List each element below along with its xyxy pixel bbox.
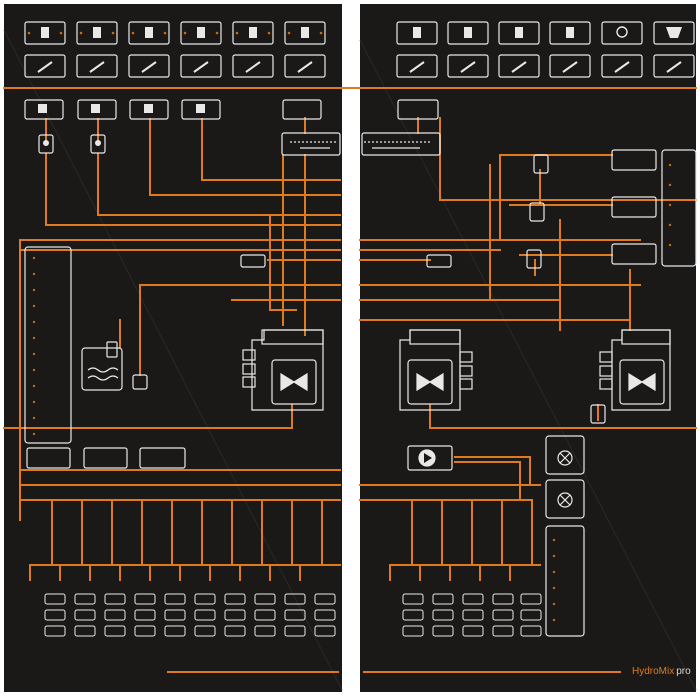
right-valve-group[interactable] <box>526 149 697 269</box>
valve-icon <box>38 104 205 146</box>
pump-icon[interactable] <box>407 445 453 471</box>
alarm-lamp-icon[interactable] <box>545 435 585 475</box>
left-outlet-grid[interactable] <box>44 593 336 637</box>
brand-name: HydroMix <box>632 666 675 677</box>
conveyor-icon[interactable] <box>281 132 441 156</box>
silo-icon <box>41 27 309 38</box>
diagonal-reflection <box>3 29 697 691</box>
water-tank-icon[interactable] <box>81 341 148 391</box>
center-mixer[interactable] <box>399 329 473 411</box>
doser-icon <box>37 61 313 73</box>
right-level-ticks <box>552 163 672 622</box>
motor-icon <box>409 26 682 73</box>
left-status-dots <box>27 31 323 35</box>
left-level-ticks <box>32 256 36 436</box>
left-valve-row[interactable] <box>24 99 322 154</box>
horn-icon[interactable] <box>545 479 585 637</box>
pipe-network <box>3 87 697 673</box>
right-silo-row[interactable] <box>396 21 695 120</box>
left-mixer[interactable] <box>242 329 324 411</box>
left-doser-row[interactable] <box>24 54 326 78</box>
right-outlet-grid[interactable] <box>402 593 542 637</box>
right-mixer[interactable] <box>590 329 671 424</box>
left-silo-row[interactable] <box>24 21 326 45</box>
brand-suffix: pro <box>676 666 691 677</box>
left-level-display <box>24 246 72 444</box>
left-device-row[interactable] <box>26 254 452 469</box>
